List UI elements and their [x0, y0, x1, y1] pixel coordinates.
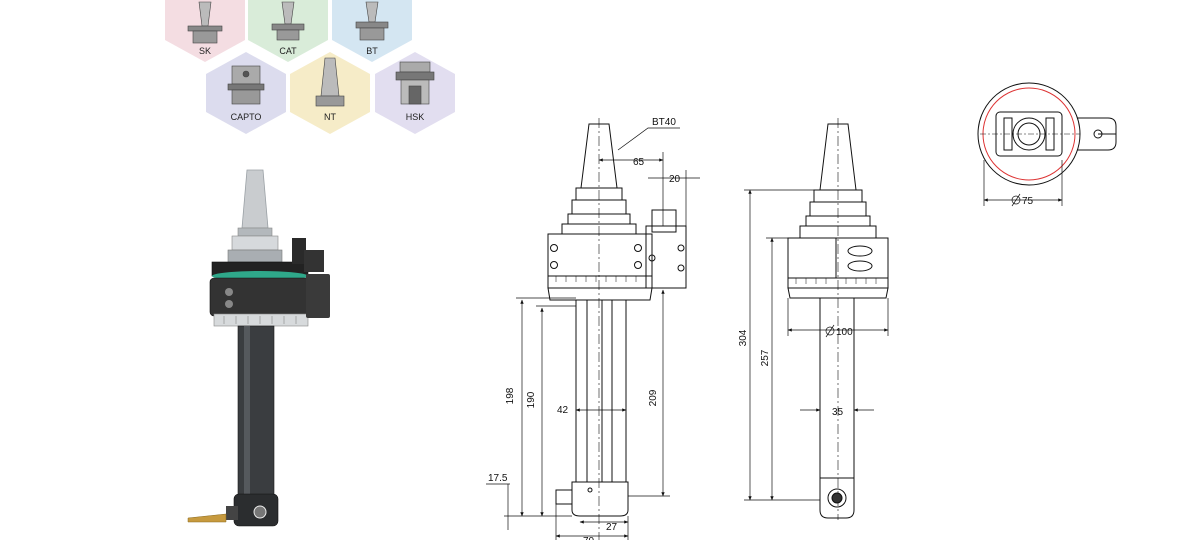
dim-label-75: 75	[1022, 196, 1034, 207]
label-sk: SK	[199, 46, 211, 56]
side-view-drawing	[787, 118, 889, 520]
top-view-dimensions	[983, 160, 1063, 207]
dim-label-257: 257	[760, 349, 771, 366]
top-view-drawing	[977, 82, 1117, 186]
front-view-dim-text: BT40 65 20 198 190 42 209 17.5 27 70	[488, 117, 681, 540]
hsk-holder-icon	[395, 61, 435, 105]
front-view-dimensions	[486, 127, 700, 540]
hex-hsk: HSK	[375, 52, 455, 134]
dim-label-17-5: 17.5	[488, 473, 508, 484]
hex-bt: BT	[332, 0, 412, 62]
label-cat: CAT	[279, 46, 297, 56]
dim-label-42: 42	[557, 405, 569, 416]
taper-type-panel: SK CAT BT	[165, 0, 455, 134]
dim-label-65: 65	[633, 157, 645, 168]
front-view-drawing	[547, 118, 687, 540]
product-render	[187, 169, 330, 527]
dim-label-27: 27	[606, 522, 618, 533]
dim-label-100: 100	[836, 327, 853, 338]
sk-holder-icon	[187, 1, 223, 44]
label-nt: NT	[324, 112, 336, 122]
hex-capto: CAPTO	[206, 52, 286, 134]
dim-label-190: 190	[526, 391, 537, 408]
capto-holder-icon	[227, 65, 265, 105]
side-view-dim-text: 304 257 100 35	[738, 327, 853, 418]
render-taper	[241, 169, 269, 229]
dim-label-20: 20	[669, 174, 681, 185]
render-arm	[237, 325, 275, 499]
dim-label-304: 304	[738, 329, 749, 346]
render-drill	[187, 513, 227, 523]
dim-label-209: 209	[648, 389, 659, 406]
dim-label-bt40: BT40	[652, 117, 676, 128]
side-view-dimensions	[744, 189, 889, 501]
hex-sk: SK	[165, 0, 245, 62]
dim-label-70: 70	[583, 536, 595, 540]
dim-label-35: 35	[832, 407, 844, 418]
hex-cat: CAT	[248, 0, 328, 62]
hex-nt: NT	[290, 52, 370, 134]
label-capto: CAPTO	[231, 112, 262, 122]
label-bt: BT	[366, 46, 378, 56]
cat-holder-icon	[271, 1, 305, 41]
label-hsk: HSK	[406, 112, 425, 122]
nt-holder-icon	[315, 57, 345, 107]
bt-holder-icon	[355, 1, 389, 41]
dim-label-198: 198	[505, 387, 516, 404]
